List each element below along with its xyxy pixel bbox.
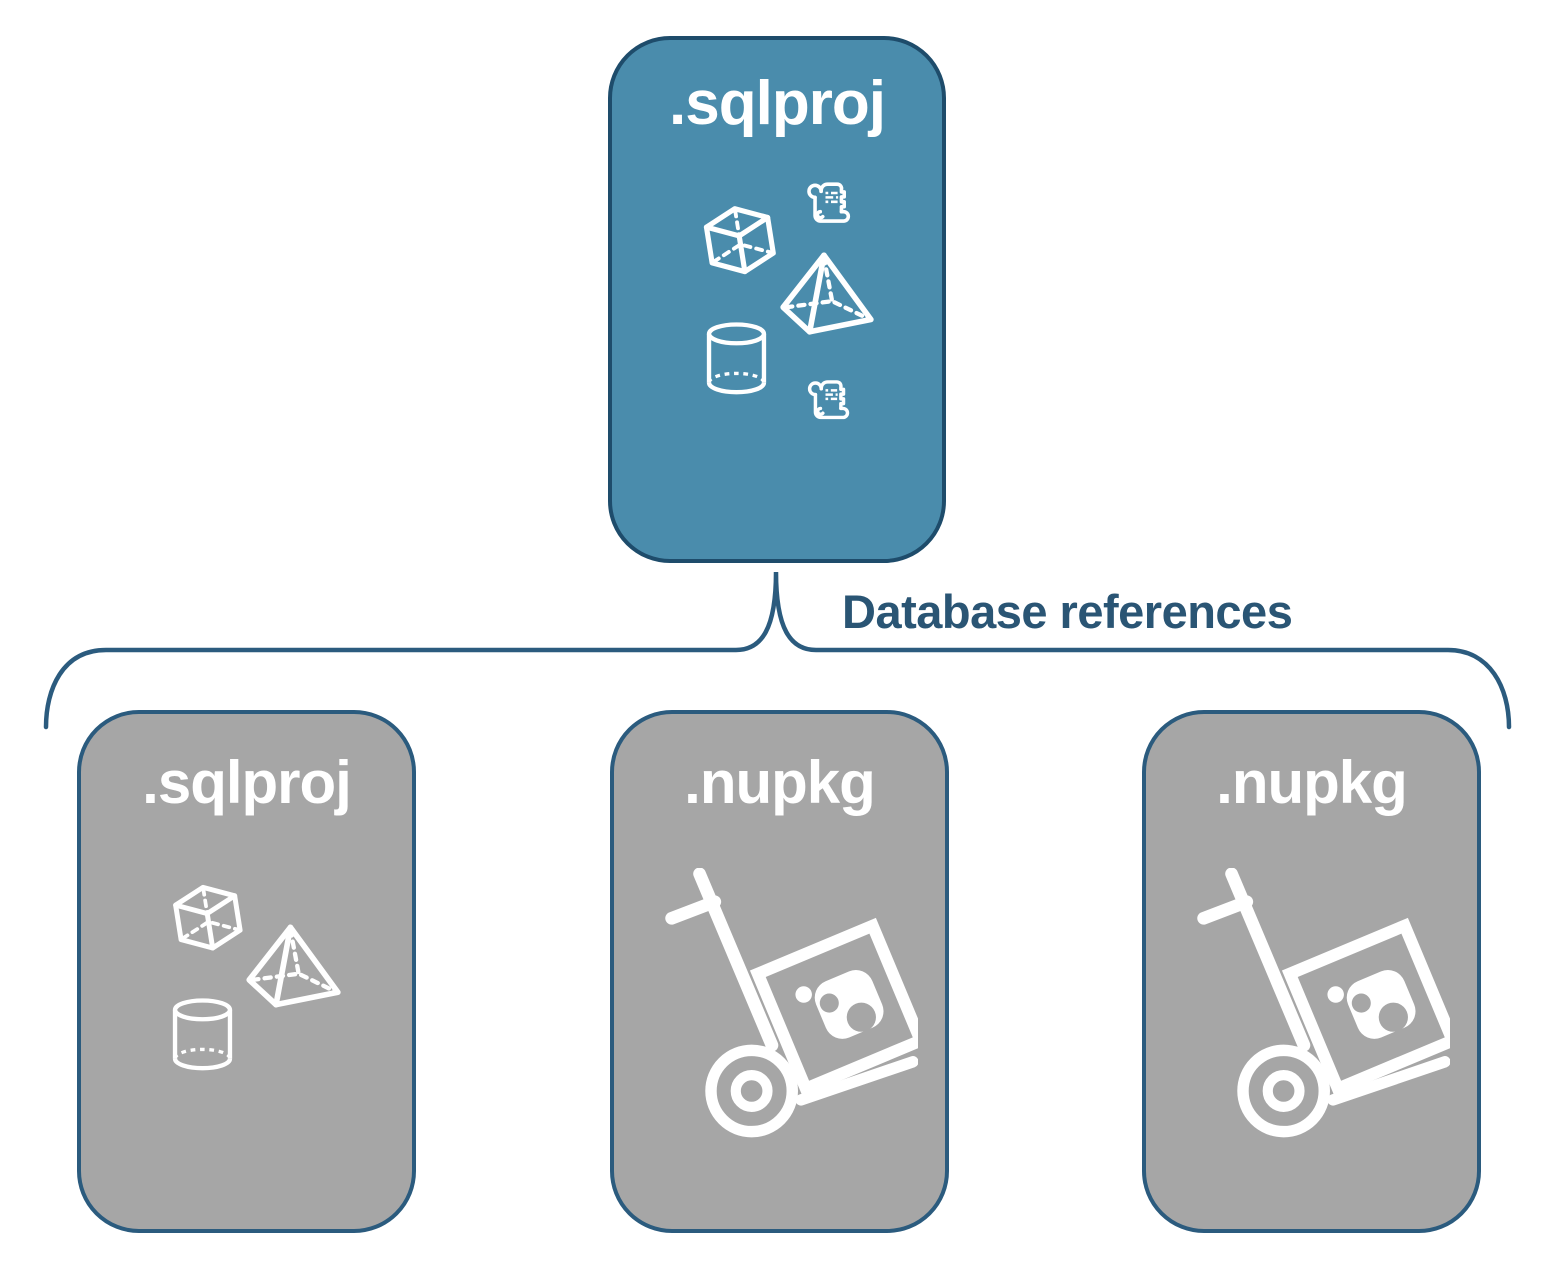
root-node-sqlproj: .sqlproj: [608, 36, 946, 563]
node-label: .sqlproj: [669, 69, 886, 138]
script-scroll-icon: [798, 176, 853, 232]
nuget-handtruck-icon: [664, 868, 918, 1140]
node-label: .sqlproj: [142, 749, 352, 816]
pyramid-icon: [775, 248, 877, 338]
child-node-nupkg: .nupkg: [1142, 710, 1481, 1233]
connector-label: Database references: [842, 585, 1293, 638]
node-label: .nupkg: [1216, 749, 1408, 816]
cube-icon: [696, 198, 784, 284]
cylinder-icon: [703, 320, 770, 398]
child-node-sqlproj: .sqlproj: [77, 710, 416, 1233]
script-scroll-icon: [799, 374, 852, 428]
node-label: .nupkg: [684, 749, 876, 816]
cylinder-icon: [169, 994, 236, 1076]
nuget-handtruck-icon: [1196, 868, 1450, 1140]
cube-icon: [166, 877, 250, 960]
child-node-nupkg: .nupkg: [610, 710, 949, 1233]
pyramid-icon: [241, 919, 344, 1012]
